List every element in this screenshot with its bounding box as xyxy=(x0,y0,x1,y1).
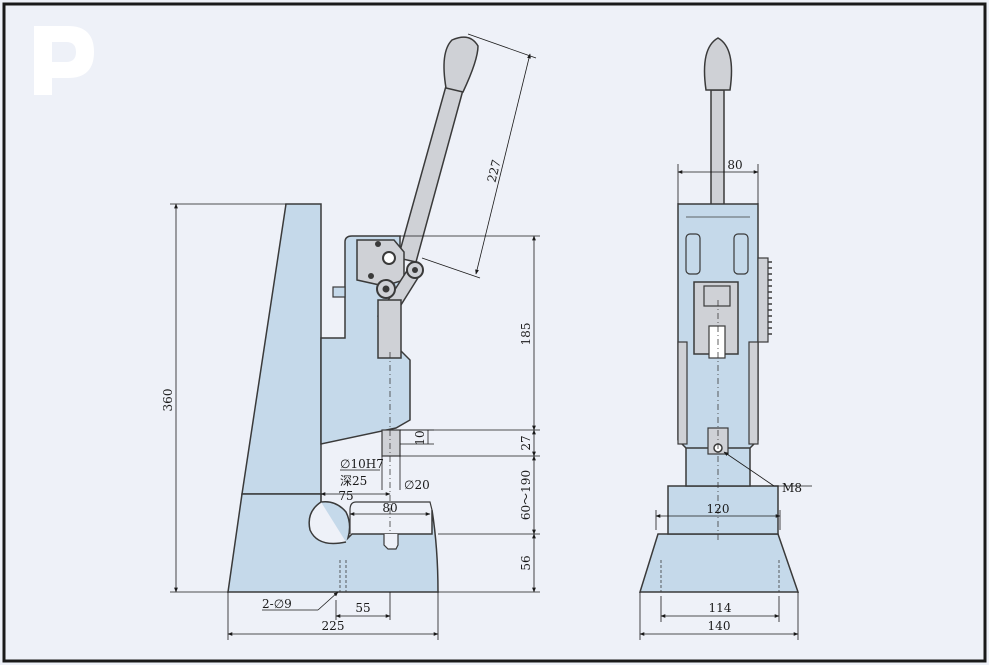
dim-table-width: 80 xyxy=(382,501,397,515)
front-pedestal xyxy=(667,485,779,535)
dim-daylight: 60～190 xyxy=(519,470,533,520)
dim-ram-diameter: ∅20 xyxy=(404,478,430,492)
dim-overall-height: 360 xyxy=(161,389,175,412)
front-ram-foot xyxy=(707,427,729,455)
side-dimension-lines xyxy=(170,33,540,640)
dim-hole-offset: 55 xyxy=(355,601,370,615)
dim-ram-bore: ∅10H7 xyxy=(340,457,384,471)
side-view: 360 227 185 27 10 ∅10H7 深25 ∅20 75 80 60… xyxy=(161,33,540,640)
side-ram xyxy=(377,299,402,359)
dim-mounting-holes: 2-∅9 xyxy=(262,597,292,611)
dim-table-height: 56 xyxy=(519,555,533,570)
dim-throat-depth: 75 xyxy=(338,489,353,503)
side-gear-plate xyxy=(356,239,405,287)
side-handle xyxy=(397,36,479,263)
dim-stroke: 185 xyxy=(519,323,533,346)
front-dimension-lines xyxy=(639,164,812,640)
dim-base-length: 225 xyxy=(322,619,345,633)
dim-column-width: 120 xyxy=(707,502,730,516)
dim-ram-thread: M8 xyxy=(782,481,802,495)
dim-hole-spacing: 114 xyxy=(709,601,732,615)
front-rack xyxy=(757,257,772,343)
dim-ram-slot-depth: 10 xyxy=(413,430,427,445)
brand-logo xyxy=(34,26,94,95)
dim-base-width: 140 xyxy=(708,619,731,633)
dim-handle-length: 227 xyxy=(485,158,504,184)
front-view: 80 M8 120 114 140 xyxy=(638,37,812,640)
dim-ram-bore-depth: 深25 xyxy=(340,474,367,488)
dim-ram-extension: 27 xyxy=(519,435,533,450)
front-base xyxy=(638,533,800,593)
dim-head-width: 80 xyxy=(727,158,742,172)
